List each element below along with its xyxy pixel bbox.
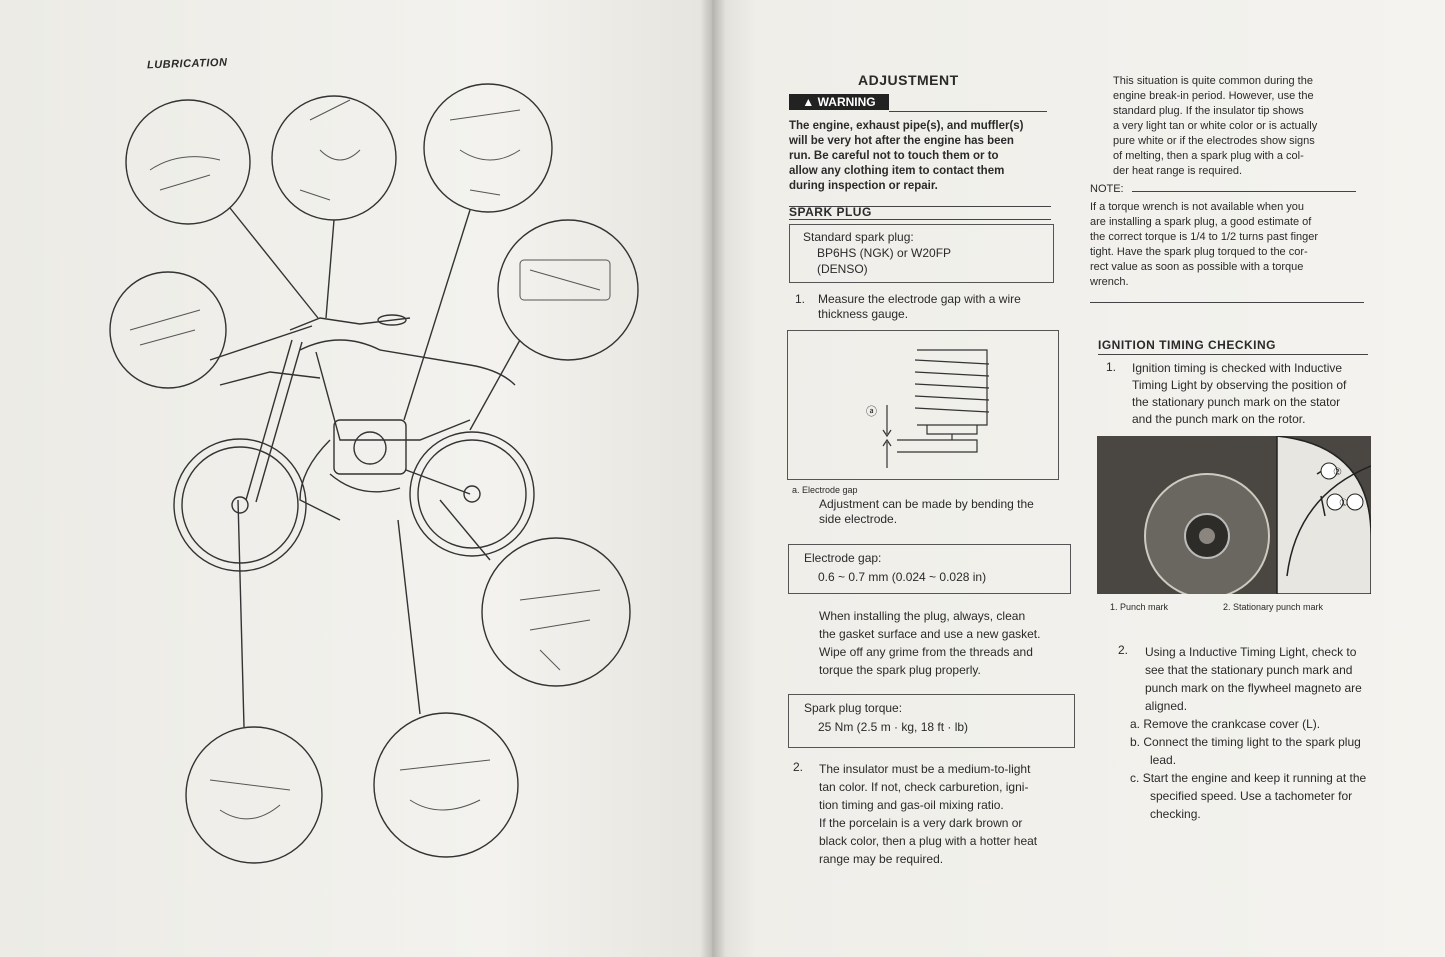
warning-text: The engine, exhaust pipe(s), and muffler…	[789, 120, 1024, 192]
callout-circle-spray	[109, 271, 227, 389]
note-rule	[1132, 191, 1356, 192]
timing-photo	[1097, 436, 1371, 594]
standard-plug-label: Standard spark plug:	[803, 230, 914, 244]
callout-circle-throttle	[271, 95, 397, 221]
electrode-gap-value: 0.6 ~ 0.7 mm (0.024 ~ 0.028 in)	[818, 570, 987, 584]
motorcycle-lubrication-illustration	[109, 83, 639, 864]
section-rule	[789, 206, 1051, 207]
substep-c: c. Start the engine and keep it running …	[1130, 771, 1367, 785]
substep-list: a. Remove the crankcase cover (L). b. Co…	[1130, 717, 1367, 821]
note-text: If a torque wrench is not available when…	[1090, 201, 1319, 288]
photo-caption-1: 1. Punch mark	[1110, 602, 1169, 612]
callout-circle-lever	[423, 83, 553, 213]
ign-step1-text: Ignition timing is checked with Inductiv…	[1132, 361, 1347, 426]
spark-plug-drawing	[882, 349, 990, 468]
callout-circle-kickstand	[481, 537, 631, 687]
torque-box	[788, 694, 1075, 748]
callout-circle-cable	[125, 99, 251, 225]
callout-circle-chain-guard	[497, 219, 639, 361]
torque-label: Spark plug torque:	[804, 701, 903, 715]
adjust-text: Adjustment can be made by bending the si…	[819, 497, 1034, 526]
callout-circle-shift-pedal	[373, 712, 519, 858]
step2-text: The insulator must be a medium-to-light …	[819, 762, 1038, 866]
warning-rule	[889, 111, 1047, 112]
note-end-rule	[1090, 302, 1364, 303]
warning-triangle-icon: ▲	[802, 95, 815, 109]
ign-step2-text: Using a Inductive Timing Light, check to…	[1145, 645, 1362, 713]
photo-callout-1: ①	[1339, 498, 1348, 509]
standard-plug-value-1: BP6HS (NGK) or W20FP	[817, 246, 952, 260]
adjustment-title: ADJUSTMENT	[858, 72, 959, 88]
insulator-continued-text: This situation is quite common during th…	[1113, 75, 1318, 177]
heading-underline	[789, 219, 1051, 220]
substep-a: a. Remove the crankcase cover (L).	[1130, 717, 1321, 731]
electrode-gap-box	[788, 544, 1071, 594]
install-text: When installing the plug, always, clean …	[819, 609, 1041, 677]
electrode-gap-diagram	[787, 330, 1059, 480]
step2-number: 2.	[793, 760, 804, 774]
diagram-caption: a. Electrode gap	[792, 485, 858, 495]
gap-label-a: ⓐ	[866, 406, 877, 418]
torque-value: 25 Nm (2.5 m · kg, 18 ft · lb)	[818, 720, 969, 734]
ign-step2-number: 2.	[1118, 643, 1129, 657]
note-label: NOTE:	[1090, 183, 1124, 195]
left-page	[0, 0, 712, 957]
flywheel-photo-drawing	[1097, 436, 1371, 594]
step1-text: Measure the electrode gap with a wire th…	[818, 292, 1021, 321]
photo-callout-2: ②	[1333, 467, 1342, 478]
callout-circle-brake-pedal	[185, 726, 323, 864]
warning-label: WARNING	[817, 95, 876, 109]
standard-plug-value-2: (DENSO)	[817, 262, 868, 276]
electrode-gap-label: Electrode gap:	[804, 551, 882, 565]
book-spine	[700, 0, 726, 957]
substep-b: b. Connect the timing light to the spark…	[1130, 735, 1361, 749]
spark-plug-heading: SPARK PLUG	[789, 205, 872, 219]
ignition-underline	[1098, 354, 1368, 355]
step1-number: 1.	[795, 292, 806, 306]
warning-badge: ▲ WARNING	[789, 94, 889, 110]
standard-plug-box	[789, 224, 1054, 283]
ign-step1-number: 1.	[1106, 360, 1117, 374]
ignition-heading: IGNITION TIMING CHECKING	[1098, 338, 1276, 352]
photo-caption-2: 2. Stationary punch mark	[1223, 602, 1324, 612]
